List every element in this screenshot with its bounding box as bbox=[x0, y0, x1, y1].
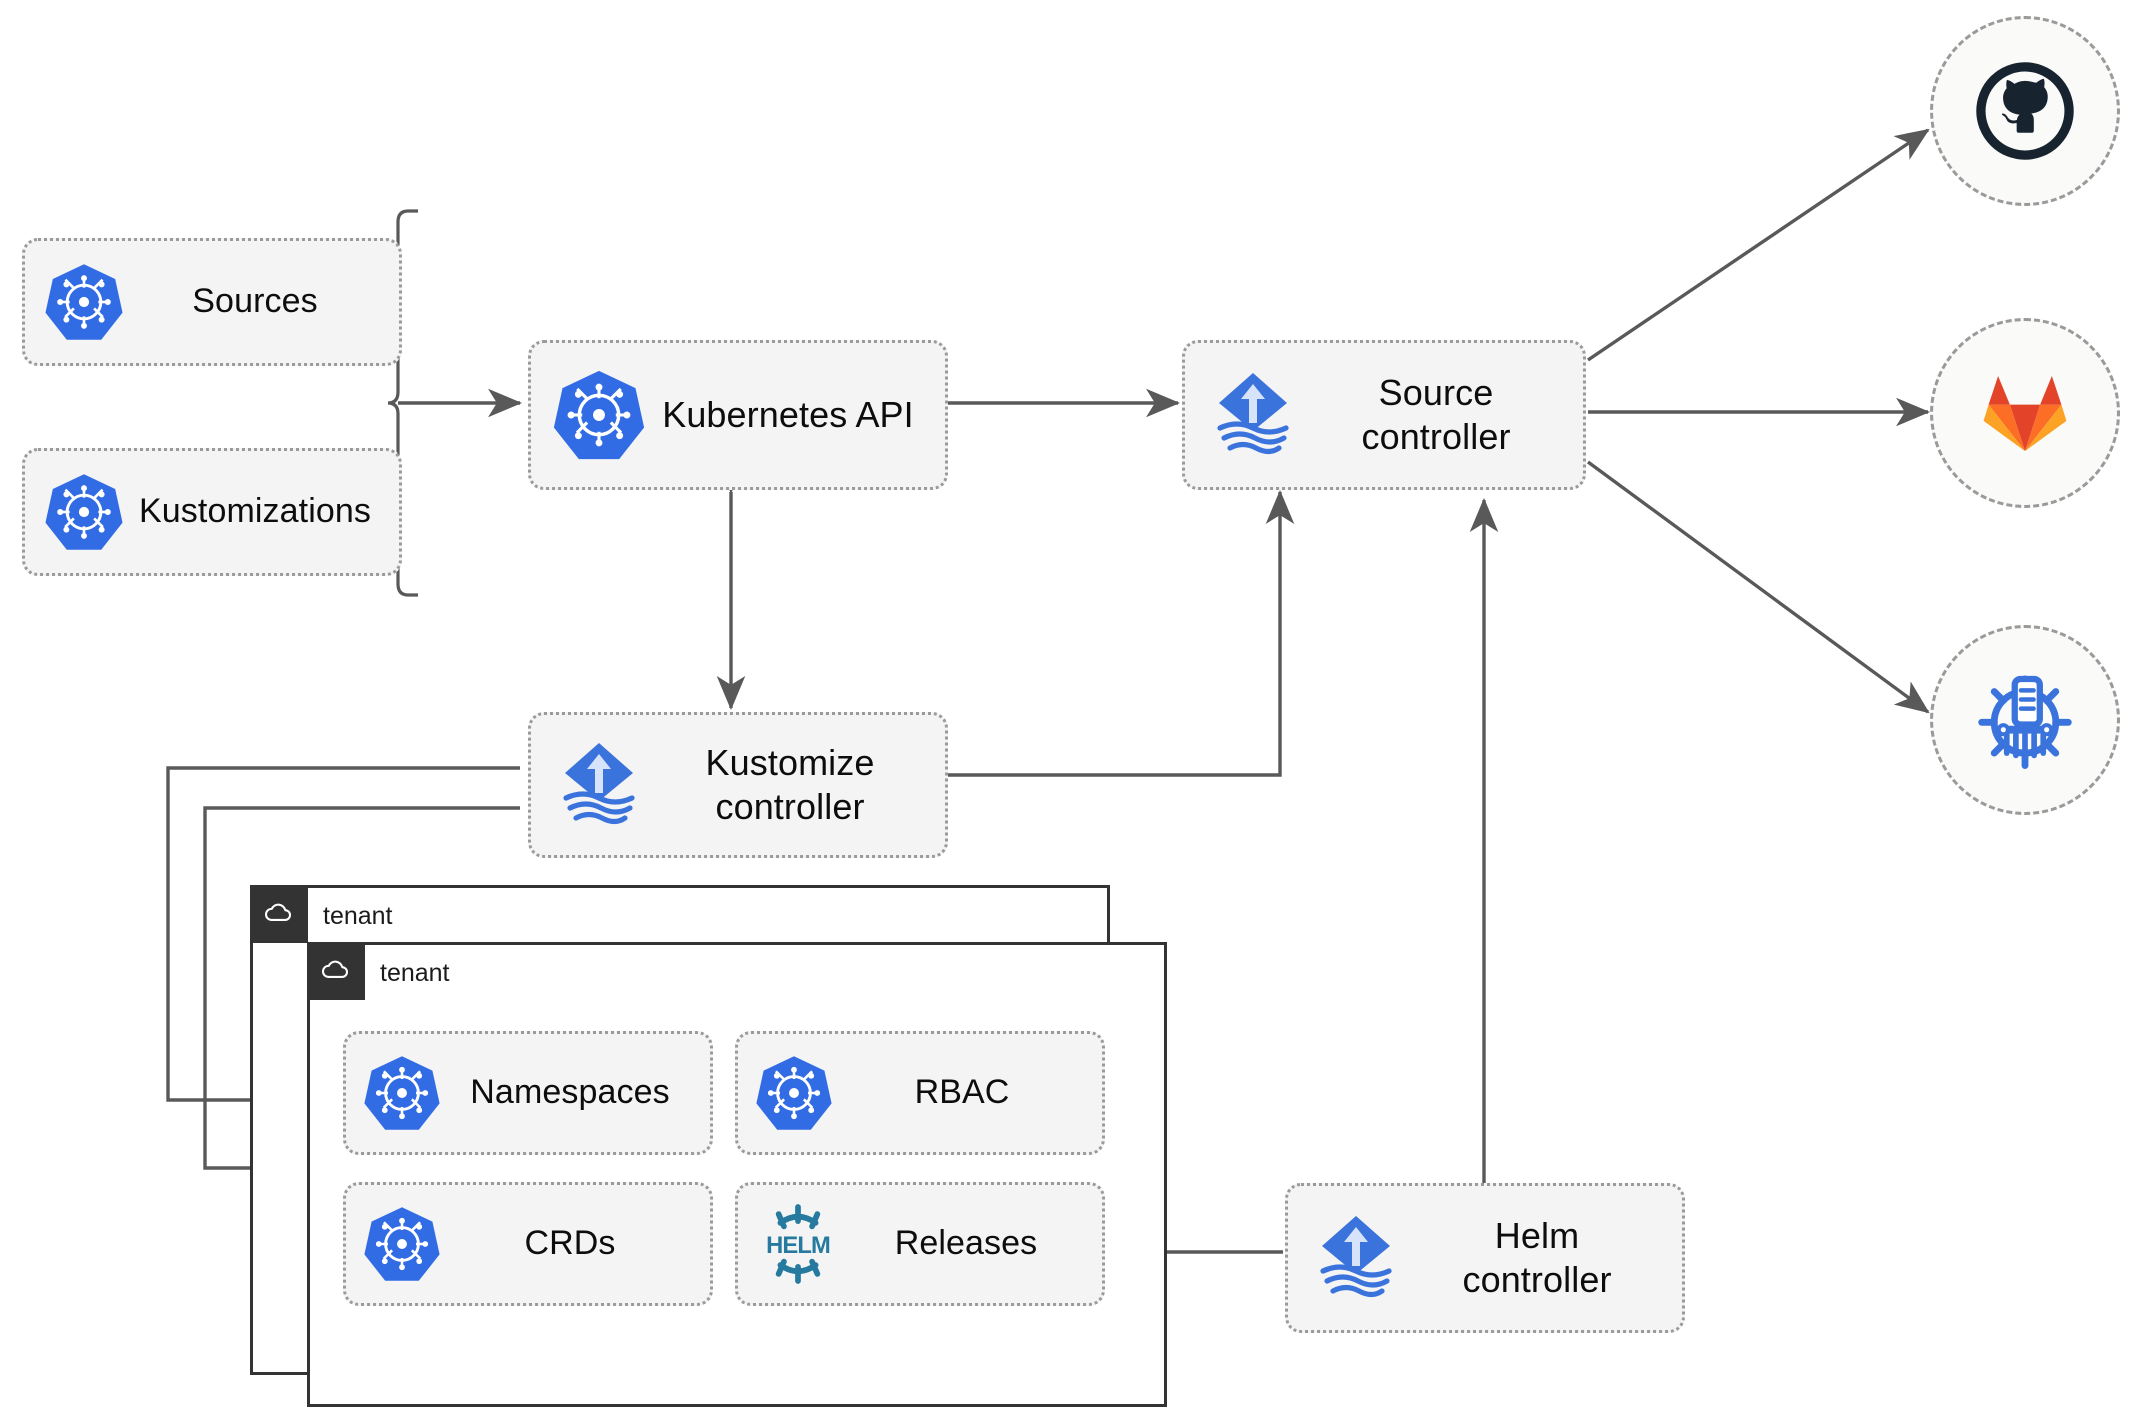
node-releases[interactable]: HELM Releases bbox=[735, 1182, 1105, 1306]
node-rbac[interactable]: RBAC bbox=[735, 1031, 1105, 1155]
kubernetes-icon bbox=[752, 1051, 836, 1135]
kubernetes-icon bbox=[360, 1202, 444, 1286]
node-label-line1: Source bbox=[1378, 372, 1494, 414]
node-crds[interactable]: CRDs bbox=[343, 1182, 713, 1306]
node-label: Kustomizations bbox=[139, 492, 371, 531]
kubernetes-icon bbox=[41, 259, 127, 345]
github-icon bbox=[1976, 62, 2074, 160]
node-label: Kustomize controller bbox=[651, 741, 929, 829]
node-kustomize-controller[interactable]: Kustomize controller bbox=[528, 712, 948, 858]
cloud-icon bbox=[250, 885, 308, 943]
node-label: Namespaces bbox=[470, 1073, 670, 1112]
node-label: RBAC bbox=[914, 1073, 1010, 1112]
flux-icon bbox=[1304, 1206, 1408, 1310]
flux-icon bbox=[547, 733, 651, 837]
helm-icon: HELM bbox=[752, 1198, 844, 1290]
node-label: Kubernetes API bbox=[662, 394, 914, 436]
svg-text:HELM: HELM bbox=[766, 1232, 830, 1259]
tenant-tab bbox=[250, 885, 308, 943]
flux-icon bbox=[1201, 363, 1305, 467]
tenant-container-2[interactable]: tenant bbox=[307, 942, 1167, 1407]
tenant-label: tenant bbox=[323, 902, 393, 930]
node-kubernetes-api[interactable]: Kubernetes API bbox=[528, 340, 948, 490]
node-helm-controller[interactable]: Helm controller bbox=[1285, 1183, 1685, 1333]
node-label-line2: controller bbox=[1462, 1259, 1612, 1300]
node-kustomizations[interactable]: Kustomizations bbox=[22, 448, 402, 576]
kubernetes-icon bbox=[41, 469, 127, 555]
node-label-line2: controller bbox=[1361, 416, 1511, 457]
gitlab-icon bbox=[1983, 376, 2067, 452]
node-label: Releases bbox=[894, 1224, 1038, 1263]
kubernetes-icon bbox=[360, 1051, 444, 1135]
node-namespaces[interactable]: Namespaces bbox=[343, 1031, 713, 1155]
helm-repository-icon bbox=[1978, 675, 2072, 770]
provider-github[interactable] bbox=[1930, 16, 2120, 206]
node-label-line2: controller bbox=[715, 786, 865, 827]
kubernetes-icon bbox=[549, 365, 649, 465]
node-label: Source controller bbox=[1305, 371, 1567, 459]
provider-gitlab[interactable] bbox=[1930, 318, 2120, 508]
tenant-tab bbox=[307, 942, 365, 1000]
node-label-line1: Helm bbox=[1494, 1215, 1580, 1257]
cloud-icon bbox=[307, 942, 365, 1000]
provider-helm-repository[interactable] bbox=[1930, 625, 2120, 815]
node-label: CRDs bbox=[524, 1224, 616, 1263]
node-label-line1: Kustomize bbox=[705, 742, 875, 784]
node-label: Sources bbox=[192, 282, 318, 321]
node-sources[interactable]: Sources bbox=[22, 238, 402, 366]
node-label: Helm controller bbox=[1408, 1214, 1666, 1302]
node-source-controller[interactable]: Source controller bbox=[1182, 340, 1586, 490]
tenant-label: tenant bbox=[380, 959, 450, 987]
